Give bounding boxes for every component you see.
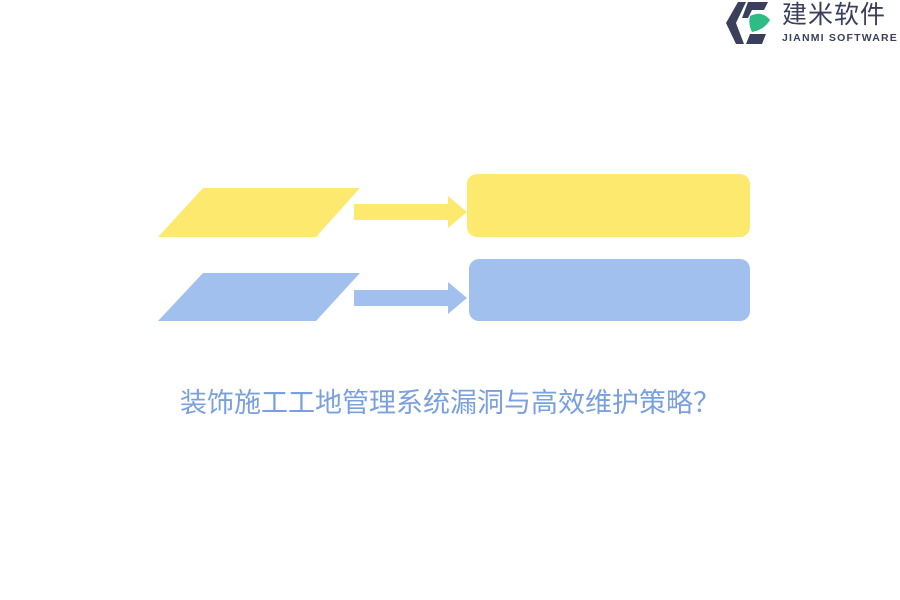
brand-name-en: JIANMI SOFTWARE <box>782 32 899 44</box>
page-title: 装饰施工工地管理系统漏洞与高效维护策略？ <box>180 388 720 419</box>
brand-logo: 建米软件 JIANMI SOFTWARE <box>724 0 900 46</box>
result-box-1 <box>467 174 750 237</box>
diagram-row-1 <box>158 174 750 237</box>
brand-name-cn: 建米软件 <box>782 0 887 29</box>
jianmi-logo-icon <box>726 2 770 44</box>
input-parallelogram-2 <box>158 273 360 321</box>
diagram-row-2 <box>158 259 750 321</box>
result-box-2 <box>469 259 750 321</box>
arrow-right-icon <box>354 196 467 228</box>
input-parallelogram-1 <box>158 188 360 237</box>
arrow-right-icon <box>354 282 467 314</box>
